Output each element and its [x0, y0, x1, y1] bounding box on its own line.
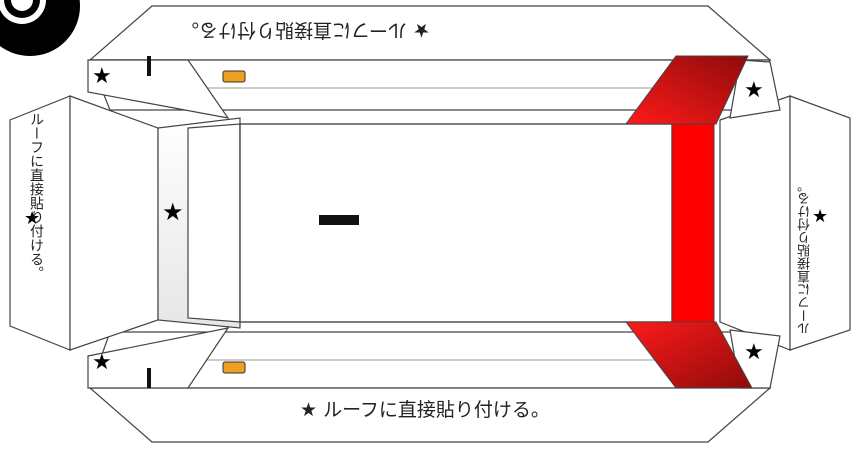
corner-tab-bottom-left [87, 327, 230, 389]
instruction-label-right: ルーフに直接貼り付ける。 [798, 179, 813, 335]
right-glue-tab [789, 95, 851, 351]
star-icon: ★ [162, 198, 184, 226]
roof-antenna-mark [319, 215, 359, 225]
tire-icon [0, 0, 80, 56]
star-icon: ★ [744, 78, 764, 103]
roof-main-panel [239, 123, 673, 323]
red-rear-top [625, 55, 749, 125]
right-end-flap [719, 95, 791, 351]
pillar-bottom [147, 368, 151, 388]
red-rear-band [671, 123, 715, 323]
instruction-label-bottom: ★ ルーフに直接貼り付ける。 [300, 399, 550, 421]
star-icon: ★ [92, 64, 112, 89]
bottom-glue-tab [88, 387, 772, 443]
pillar-top [147, 56, 151, 76]
star-icon: ★ [744, 340, 764, 365]
instruction-label-left: ルーフに直接貼り付ける。 [28, 112, 44, 280]
corner-tab-top-left [87, 59, 230, 119]
corner-tab-top-right [729, 59, 781, 119]
amber-light-icon [222, 70, 246, 83]
amber-light-icon [222, 361, 246, 374]
star-icon: ★ [24, 208, 41, 229]
windshield-face [187, 123, 241, 323]
star-icon: ★ [92, 350, 112, 375]
instruction-label-top: ★ ルーフに直接貼り付ける。 [180, 19, 430, 41]
left-end-flap [69, 95, 159, 351]
red-rear-bottom [624, 321, 753, 389]
star-icon: ★ [812, 206, 829, 227]
